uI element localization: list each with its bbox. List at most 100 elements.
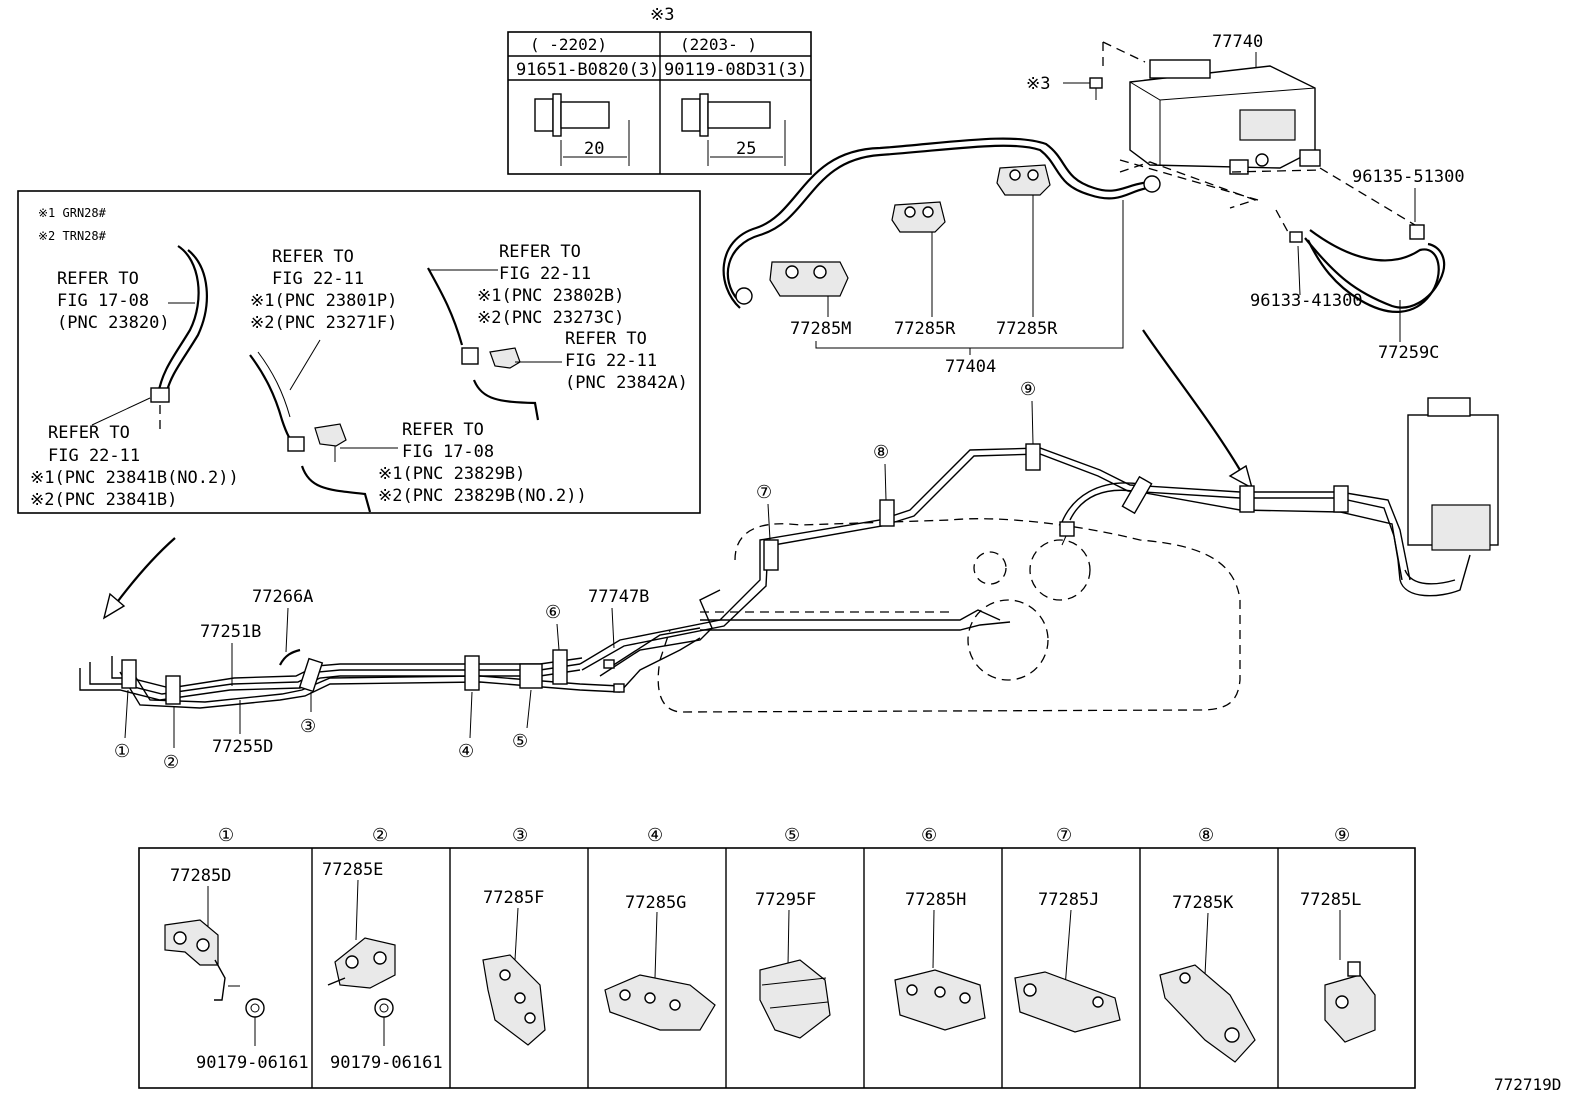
part-label-clamp-r2: 77285R: [996, 319, 1058, 339]
part-label-tube-assy: 77404: [945, 357, 996, 377]
callout-6: ⑥: [545, 602, 561, 623]
clamp-icon: [769, 261, 849, 297]
ref-text: FIG 22-11: [565, 351, 657, 371]
clamp-icon: [489, 347, 562, 369]
ref-text: ※2(PNC 23829B(NO.2)): [378, 486, 587, 506]
clamp-icon: [996, 164, 1051, 196]
direction-arrow-icon: [1142, 329, 1254, 490]
clamp-icon: [891, 201, 946, 233]
clamp-col-6: ⑥: [921, 825, 937, 846]
part-label-tube-251: 77251B: [200, 622, 261, 642]
clamp-77285h-icon: [894, 969, 986, 1031]
ref-text: ※2(PNC 23271F): [250, 313, 397, 333]
ref-text: FIG 22-11: [48, 446, 140, 466]
bolt-icon: [681, 93, 786, 166]
part-label-canister: 77740: [1212, 32, 1263, 52]
ref-text: FIG 22-11: [499, 264, 591, 284]
callout-3: ③: [300, 716, 316, 737]
bolt-mark-label: ※3: [1026, 74, 1050, 94]
part-label-clip-a: 96135-51300: [1352, 167, 1465, 187]
clamp-part-8: 77285K: [1172, 893, 1234, 913]
clamp-col-5: ⑤: [784, 825, 800, 846]
figure-id: 772719D: [1494, 1075, 1561, 1094]
clamp-col-2: ②: [372, 825, 388, 846]
callout-7: ⑦: [756, 482, 772, 503]
clamp-col-7: ⑦: [1056, 825, 1072, 846]
ref-text: REFER TO: [402, 420, 484, 440]
ref-text: ※1(PNC 23802B): [477, 286, 624, 306]
ref-text: (PNC 23820): [57, 313, 170, 333]
clamp-icon: [314, 423, 398, 462]
legend-note-2: ※2 TRN28#: [38, 229, 107, 243]
clamp-part-7: 77285J: [1038, 890, 1099, 910]
clamp-part-5: 77295F: [755, 890, 816, 910]
legend-note-1: ※1 GRN28#: [38, 206, 107, 220]
callout-2: ②: [163, 752, 179, 773]
ref-text: ※1(PNC 23801P): [250, 291, 397, 311]
part-label-hose: 77259C: [1378, 343, 1439, 363]
clamp-77285d-icon: [164, 919, 240, 1001]
ref-text: REFER TO: [48, 423, 130, 443]
clamp-col-9: ⑨: [1334, 825, 1350, 846]
bolt-part-2: 90119-08D31(3): [664, 60, 807, 80]
ref-text: FIG 17-08: [57, 291, 149, 311]
clamp-77285k-icon: [1159, 964, 1256, 1063]
bolt-range-1: ( -2202): [530, 35, 607, 54]
ref-text: ※1(PNC 23829B): [378, 464, 525, 484]
callout-1: ①: [114, 741, 130, 762]
bolt-table: ※3 ( -2202) (2203- ) 91651-B0820(3) 9011…: [507, 5, 812, 175]
callout-4: ④: [458, 741, 474, 762]
clamp-77285f-icon: [482, 954, 546, 1046]
callout-9: ⑨: [1020, 379, 1036, 400]
part-label-tube-255: 77255D: [212, 737, 273, 757]
callout-8: ⑧: [873, 442, 889, 463]
clamp-nut-1: 90179-06161: [196, 1053, 309, 1073]
ref-text: (PNC 23842A): [565, 373, 688, 393]
clamp-part-2: 77285E: [322, 860, 383, 880]
clamp-77285e-icon: [327, 937, 396, 989]
clamp-77295f-icon: [759, 959, 831, 1039]
callout-5: ⑤: [512, 731, 528, 752]
part-label-clamp-m: 77285M: [790, 319, 851, 339]
ref-text: ※1(PNC 23841B(NO.2)): [30, 468, 239, 488]
vehicle-tubes: [79, 397, 1499, 713]
clamp-callouts: ① ② ③ ④ ⑤ ⑥ ⑦ ⑧ ⑨: [114, 379, 1036, 773]
ref-text: FIG 17-08: [402, 442, 494, 462]
ref-text: REFER TO: [57, 269, 139, 289]
direction-arrow-icon: [102, 537, 176, 620]
clamp-part-3: 77285F: [483, 888, 544, 908]
ref-text: REFER TO: [272, 247, 354, 267]
part-label-clip-b: 96133-41300: [1250, 291, 1363, 311]
clamp-77285j-icon: [1014, 971, 1121, 1033]
tube-labels: 77266A 77251B 77255D 77747B: [200, 587, 649, 757]
canister-group: 77740 ※3 96135-51300 96133-41300: [1026, 32, 1465, 363]
nut-icon: [374, 998, 394, 1046]
clamp-part-9: 77285L: [1300, 890, 1361, 910]
clamp-part-4: 77285G: [625, 893, 686, 913]
ref-text: REFER TO: [499, 242, 581, 262]
tube-assembly-77404: 77285M 77285R 77285R 77404: [722, 137, 1161, 377]
part-label-clamp-r1: 77285R: [894, 319, 956, 339]
bolt-length-1: 20: [584, 139, 604, 159]
ref-text: ※2(PNC 23273C): [477, 308, 624, 328]
clamp-77285l-icon: [1324, 961, 1376, 1043]
ref-text: FIG 22-11: [272, 269, 364, 289]
clamp-col-4: ④: [647, 825, 663, 846]
clamp-col-1: ①: [218, 825, 234, 846]
canister-icon: [1399, 397, 1499, 597]
part-label-tube-747: 77747B: [588, 587, 649, 607]
bolt-icon: [534, 93, 630, 166]
ref-text: ※2(PNC 23841B): [30, 490, 177, 510]
ref-text: REFER TO: [565, 329, 647, 349]
part-label-tube-266: 77266A: [252, 587, 313, 607]
clamp-table: ① ② ③ ④ ⑤ ⑥ ⑦ ⑧ ⑨ 77285D 77285E 77285F 7…: [138, 825, 1416, 1089]
clamp-77285g-icon: [604, 974, 716, 1031]
clamp-col-8: ⑧: [1198, 825, 1214, 846]
clamp-part-6: 77285H: [905, 890, 966, 910]
clamp-col-3: ③: [512, 825, 528, 846]
bolt-length-2: 25: [736, 139, 756, 159]
clamp-nut-2: 90179-06161: [330, 1053, 443, 1073]
bolt-part-1: 91651-B0820(3): [516, 60, 659, 80]
clamp-part-1: 77285D: [170, 866, 231, 886]
